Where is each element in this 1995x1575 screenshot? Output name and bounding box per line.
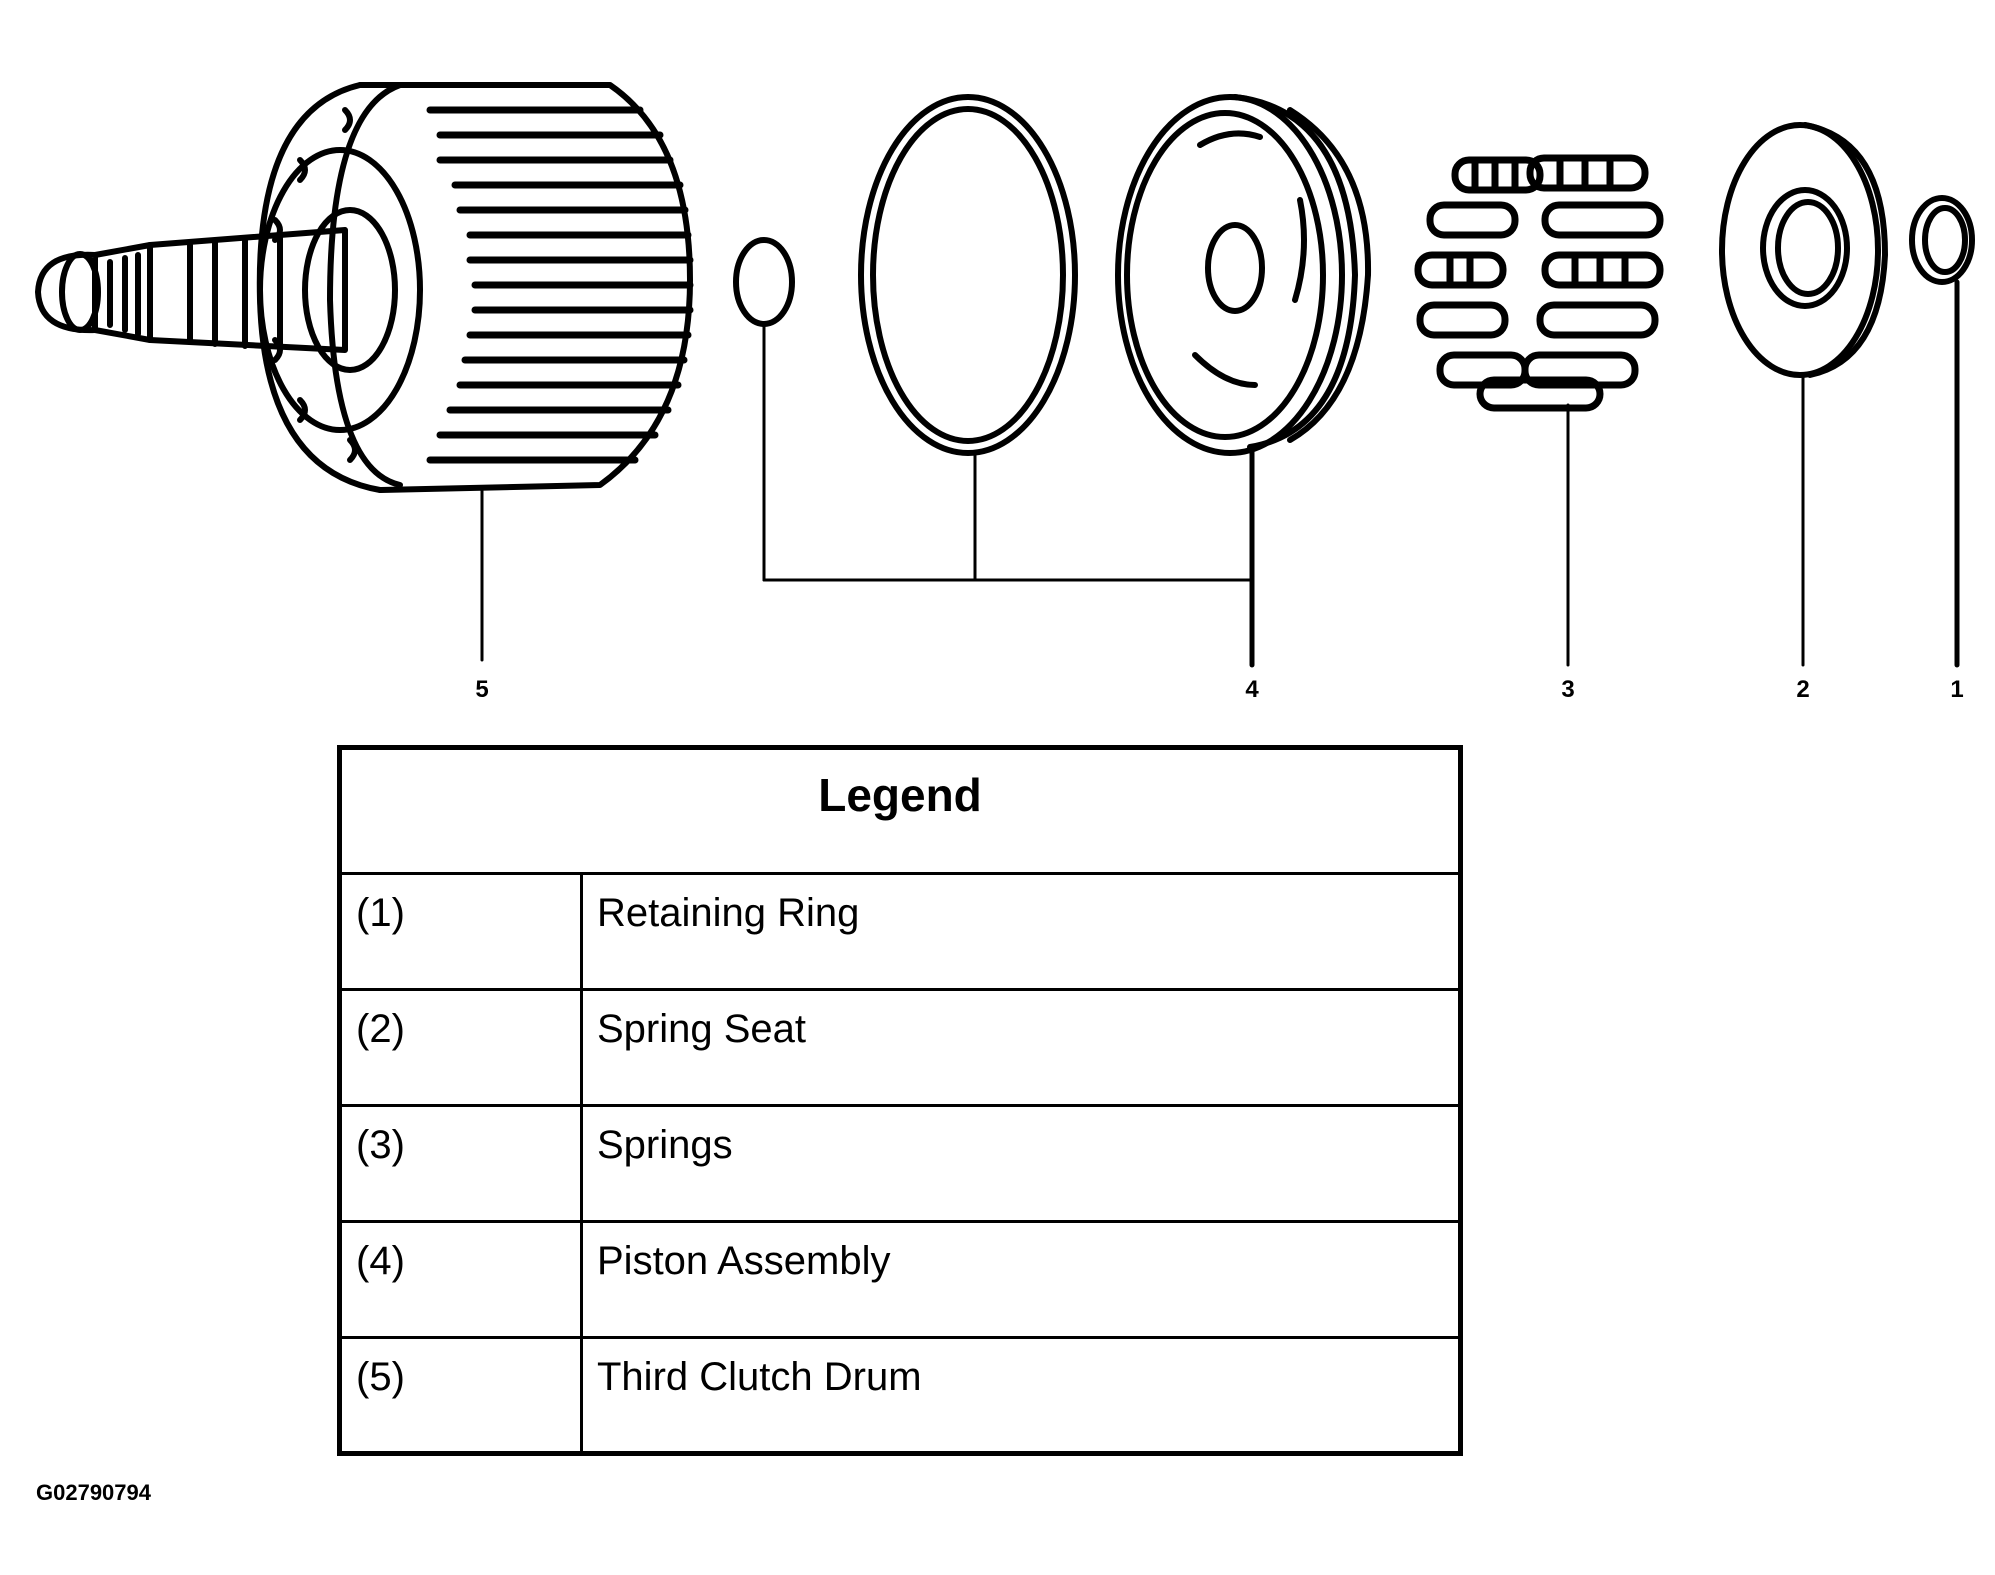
legend-row: (2) Spring Seat (338, 988, 1462, 1107)
inner-seal-icon (733, 237, 795, 327)
legend-label: Third Clutch Drum (580, 1336, 1462, 1455)
legend-number: (4) (338, 1220, 583, 1339)
legend-number: (2) (338, 988, 583, 1107)
exploded-parts-diagram: 5 4 3 2 1 (35, 82, 1975, 703)
callout-2: 2 (1796, 676, 1809, 703)
callout-1: 1 (1950, 676, 1963, 703)
outer-seal-icon (858, 94, 1078, 456)
legend-row: (5) Third Clutch Drum (338, 1336, 1462, 1455)
legend-number: (1) (338, 872, 583, 991)
legend-table: Legend (1) Retaining Ring (2) Spring Sea… (337, 745, 1463, 1456)
third-clutch-drum-icon (35, 82, 694, 493)
legend-title: Legend (338, 746, 1462, 875)
legend-row: (4) Piston Assembly (338, 1220, 1462, 1339)
legend-label: Retaining Ring (580, 872, 1462, 991)
legend-number: (3) (338, 1104, 583, 1223)
springs-icon (1414, 154, 1664, 412)
callout-5: 5 (475, 676, 488, 703)
spring-seat-icon (1719, 122, 1888, 378)
retaining-ring-icon (1909, 195, 1975, 285)
legend-number: (5) (338, 1336, 583, 1455)
figure-id: G02790794 (36, 1480, 151, 1505)
callout-4: 4 (1245, 676, 1259, 703)
legend-label: Spring Seat (580, 988, 1462, 1107)
legend-label: Springs (580, 1104, 1462, 1223)
legend-row: (3) Springs (338, 1104, 1462, 1223)
callout-3: 3 (1561, 676, 1574, 703)
legend-label: Piston Assembly (580, 1220, 1462, 1339)
piston-icon (1115, 94, 1372, 456)
legend-row: (1) Retaining Ring (338, 872, 1462, 991)
